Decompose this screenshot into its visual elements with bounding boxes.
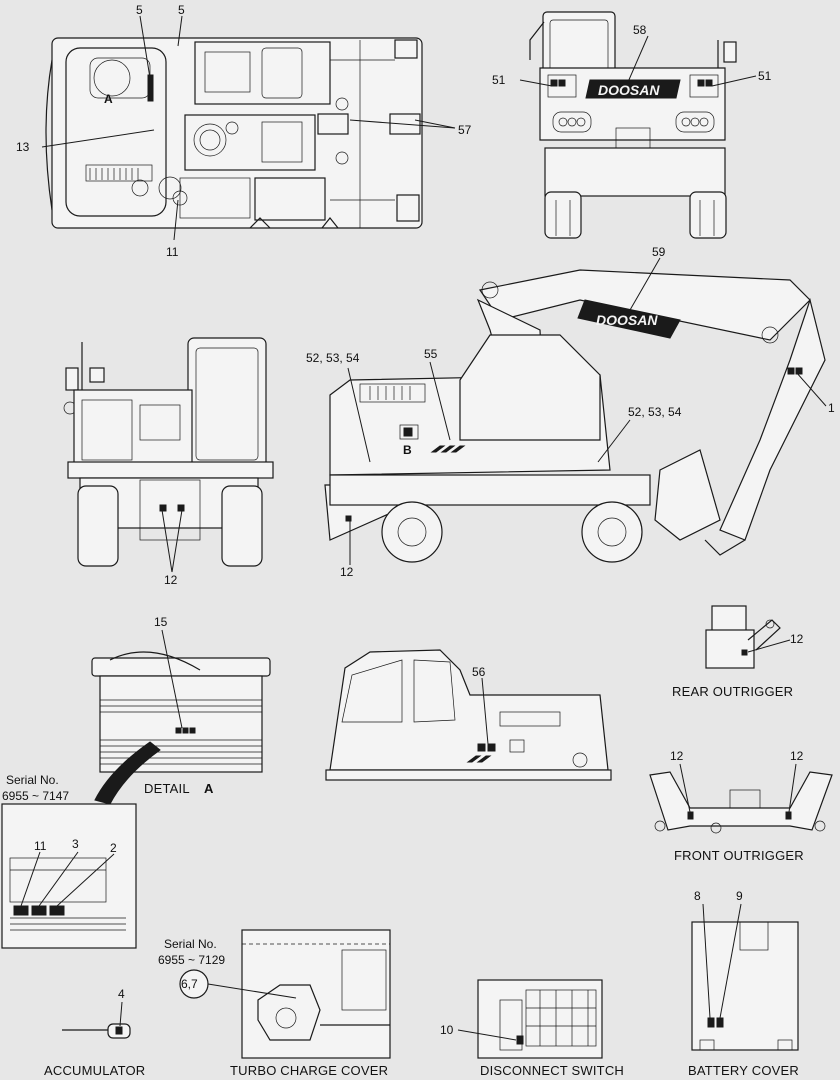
detail-a-serial-range: 6955 ~ 7147: [2, 789, 69, 803]
callout-12-front-outrigger-b: 12: [790, 749, 804, 763]
front-brand-logo: DOOSAN: [598, 82, 660, 98]
front-outrigger-view: 12 12 FRONT OUTRIGGER: [649, 749, 833, 863]
callout-3: 3: [72, 837, 79, 851]
turbo-charge-cover-view: Serial No. 6955 ~ 7129 6,7 TURBO CHARGE …: [158, 929, 391, 1078]
callout-52-53-54-left: 52, 53, 54: [306, 351, 360, 365]
callout-2: 2: [110, 841, 117, 855]
battery-cover-view: 8 9 BATTERY COVER: [688, 889, 799, 1078]
turbo-serial-label: Serial No.: [164, 937, 217, 951]
callout-13: 13: [16, 140, 30, 154]
callout-59: 59: [652, 245, 666, 259]
turbo-charge-cover-caption: TURBO CHARGE COVER: [230, 1063, 388, 1078]
callout-52-53-54-right: 52, 53, 54: [628, 405, 682, 419]
front-outrigger-caption: FRONT OUTRIGGER: [674, 848, 804, 863]
detail-b-marker: B: [403, 443, 412, 457]
accumulator-caption: ACCUMULATOR: [44, 1063, 145, 1078]
callout-9: 9: [736, 889, 743, 903]
disconnect-switch-caption: DISCONNECT SWITCH: [480, 1063, 624, 1078]
callout-5a: 5: [136, 3, 143, 17]
callout-51a: 51: [492, 73, 506, 87]
disconnect-switch-view: 10 DISCONNECT SWITCH: [440, 979, 624, 1078]
callout-5b: 5: [178, 3, 185, 17]
detail-a-view: 15 DETAIL A Serial No. 6955 ~ 7147 11 3 …: [1, 615, 271, 949]
rear-view: 12: [63, 337, 274, 587]
callout-4: 4: [118, 987, 125, 1001]
turbo-serial-range: 6955 ~ 7129: [158, 953, 225, 967]
callout-12-front-outrigger-a: 12: [670, 749, 684, 763]
detail-a-marker: A: [104, 92, 113, 106]
detail-a-serial-label: Serial No.: [6, 773, 59, 787]
rear-outrigger-view: 12 REAR OUTRIGGER: [672, 605, 804, 699]
detail-a-letter: A: [204, 781, 214, 796]
callout-1: 1: [828, 401, 835, 415]
cab-view: 56: [325, 649, 612, 781]
callout-6-7: 6,7: [181, 977, 198, 991]
callout-58: 58: [633, 23, 647, 37]
callout-12-side: 12: [340, 565, 354, 579]
callout-8: 8: [694, 889, 701, 903]
callout-11-detail: 11: [34, 839, 47, 853]
front-view: DOOSAN 58 51 51: [492, 11, 772, 239]
callout-57: 57: [458, 123, 472, 137]
rear-outrigger-caption: REAR OUTRIGGER: [672, 684, 793, 699]
callout-10: 10: [440, 1023, 454, 1037]
battery-cover-caption: BATTERY COVER: [688, 1063, 799, 1078]
callout-12-rear-outrigger: 12: [790, 632, 804, 646]
callout-11: 11: [166, 245, 179, 259]
side-view: DOOSAN 59 52, 53, 54 55 5: [306, 245, 835, 579]
top-view: 5 5 13 11 A 57: [16, 3, 472, 259]
callout-12-rear: 12: [164, 573, 178, 587]
callout-15: 15: [154, 615, 168, 629]
callout-51b: 51: [758, 69, 772, 83]
detail-a-title: DETAIL: [144, 781, 190, 796]
callout-55: 55: [424, 347, 438, 361]
callout-56: 56: [472, 665, 486, 679]
accumulator-view: 4 ACCUMULATOR: [44, 987, 145, 1078]
boom-brand-logo: DOOSAN: [596, 312, 658, 328]
